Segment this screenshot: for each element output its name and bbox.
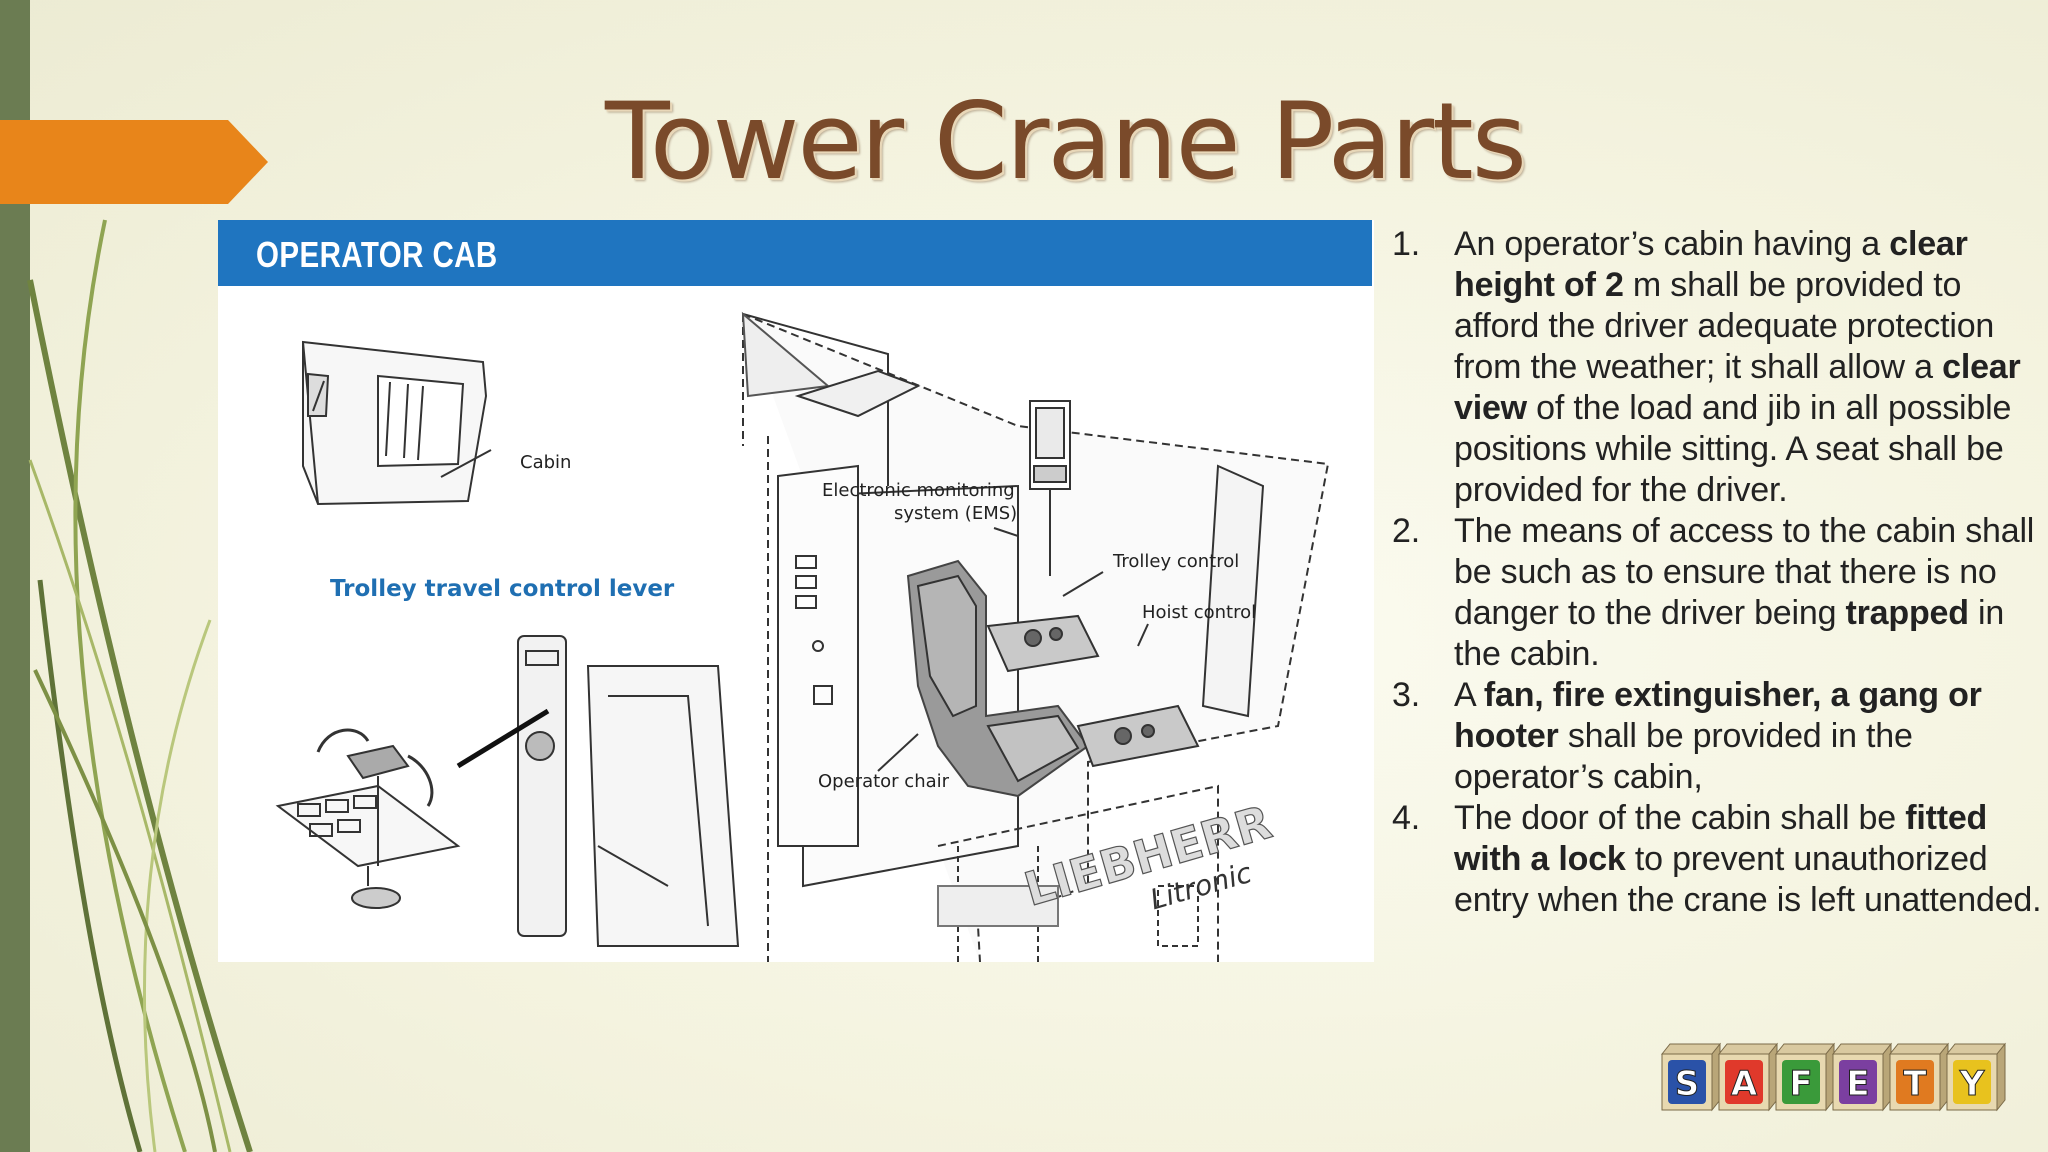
cabin-leader-line xyxy=(440,449,492,478)
operator-cab-figure: OPERATOR CAB xyxy=(218,220,1374,962)
safety-block: A xyxy=(1717,1042,1779,1112)
safety-block: E xyxy=(1831,1042,1893,1112)
safety-block-letter: A xyxy=(1731,1064,1758,1104)
requirement-number: 1. xyxy=(1392,225,1420,263)
grass-blade-2 xyxy=(73,219,187,1152)
requirement-text: m shall be provided to afford the driver… xyxy=(1454,266,1995,386)
requirement-number: 2. xyxy=(1392,512,1420,550)
requirement-emphasis: trapped xyxy=(1845,594,1969,632)
requirement-emphasis: clear view xyxy=(1454,348,2021,427)
safety-block-top xyxy=(1717,1043,1779,1055)
safety-block: T xyxy=(1888,1042,1950,1112)
figure-header: OPERATOR CAB xyxy=(218,220,1372,286)
orange-arrow-decoration xyxy=(0,120,268,204)
safety-block-color xyxy=(1668,1060,1706,1104)
requirement-emphasis: fitted with a lock xyxy=(1454,799,1988,878)
hoist-control-leader-line xyxy=(1137,623,1149,647)
requirement-item: 1. An operator’s cabin having a clear hei… xyxy=(1392,224,2042,511)
safety-block-letter: F xyxy=(1789,1064,1812,1104)
requirement-emphasis: clear height of 2 xyxy=(1454,225,1968,304)
safety-block-top xyxy=(1660,1043,1722,1055)
safety-block-top xyxy=(1945,1043,2006,1055)
safety-block-color xyxy=(1839,1060,1877,1104)
requirement-item: 2. The means of access to the cabin shall… xyxy=(1392,511,2042,675)
trolley-control-leader-line xyxy=(1062,571,1104,597)
safety-block-letter: Y xyxy=(1959,1064,1985,1104)
safety-block-letter: T xyxy=(1903,1064,1927,1104)
grass-blade-3 xyxy=(28,459,232,1152)
large-cab-drawing xyxy=(741,311,1330,962)
orange-arrow-shape xyxy=(0,120,268,204)
requirement-number: 4. xyxy=(1392,799,1420,837)
cab-diagram: Cabin Trolley travel control lever Elect… xyxy=(275,311,1330,962)
requirement-text: The means of access to the cabin shall b… xyxy=(1454,512,2035,632)
slide-title: Tower Crane Parts xyxy=(605,80,1527,203)
requirement-text: An operator’s cabin having a xyxy=(1454,225,1890,263)
requirement-item: 3. A fan, fire extinguisher, a gang or ho… xyxy=(1392,675,2042,798)
joystick-detail-drawing xyxy=(275,635,740,947)
requirements-list: 1. An operator’s cabin having a clear hei… xyxy=(1392,224,2042,921)
small-cabin-drawing xyxy=(302,340,488,506)
grass-blade-6 xyxy=(33,669,217,1152)
requirement-text: The door of the cabin shall be xyxy=(1454,799,1906,837)
safety-block-top xyxy=(1888,1043,1950,1055)
safety-block: Y xyxy=(1945,1042,2006,1112)
safety-block-top xyxy=(1831,1043,1893,1055)
grass-decoration xyxy=(27,219,253,1152)
safety-block-color xyxy=(1896,1060,1934,1104)
chair-leader-line xyxy=(877,733,919,772)
requirement-text: A xyxy=(1454,676,1484,714)
requirement-emphasis: fan, fire extinguisher, a gang or hooter xyxy=(1454,676,1982,755)
ems-leader-line xyxy=(993,527,1019,537)
requirement-text: in the cabin. xyxy=(1454,594,2005,673)
trolley-travel-lever-label: Trolley travel control lever xyxy=(330,576,675,602)
safety-block-letter: E xyxy=(1846,1064,1869,1104)
operator-chair-label: Operator chair xyxy=(818,771,950,792)
grass-blade-5 xyxy=(142,619,212,1152)
safety-block-top xyxy=(1774,1043,1836,1055)
safety-block-color xyxy=(1953,1060,1991,1104)
grass-blade-1 xyxy=(27,279,253,1152)
figure-header-text: OPERATOR CAB xyxy=(256,234,498,275)
requirement-item: 4. The door of the cabin shall be fitted … xyxy=(1392,798,2042,921)
hoist-control-label: Hoist control xyxy=(1142,602,1256,623)
requirement-text: to prevent unauthorized entry when the c… xyxy=(1454,840,2042,919)
requirement-text: of the load and jib in all possible posi… xyxy=(1454,389,2012,509)
requirement-text: shall be provided in the operator’s cabi… xyxy=(1454,717,1913,796)
cabin-label: Cabin xyxy=(520,452,571,473)
safety-block: S xyxy=(1660,1042,1722,1112)
ems-label-line1: Electronic monitoring xyxy=(822,480,1015,501)
safety-block-color xyxy=(1782,1060,1820,1104)
ems-label-line2: system (EMS) xyxy=(894,503,1017,524)
requirement-number: 3. xyxy=(1392,676,1420,714)
safety-block-side xyxy=(1996,1042,2006,1112)
safety-block: F xyxy=(1774,1042,1836,1112)
safety-block-color xyxy=(1725,1060,1763,1104)
grass-blade-4 xyxy=(37,579,143,1152)
trolley-control-label: Trolley control xyxy=(1112,551,1239,572)
safety-block-letter: S xyxy=(1675,1064,1700,1104)
